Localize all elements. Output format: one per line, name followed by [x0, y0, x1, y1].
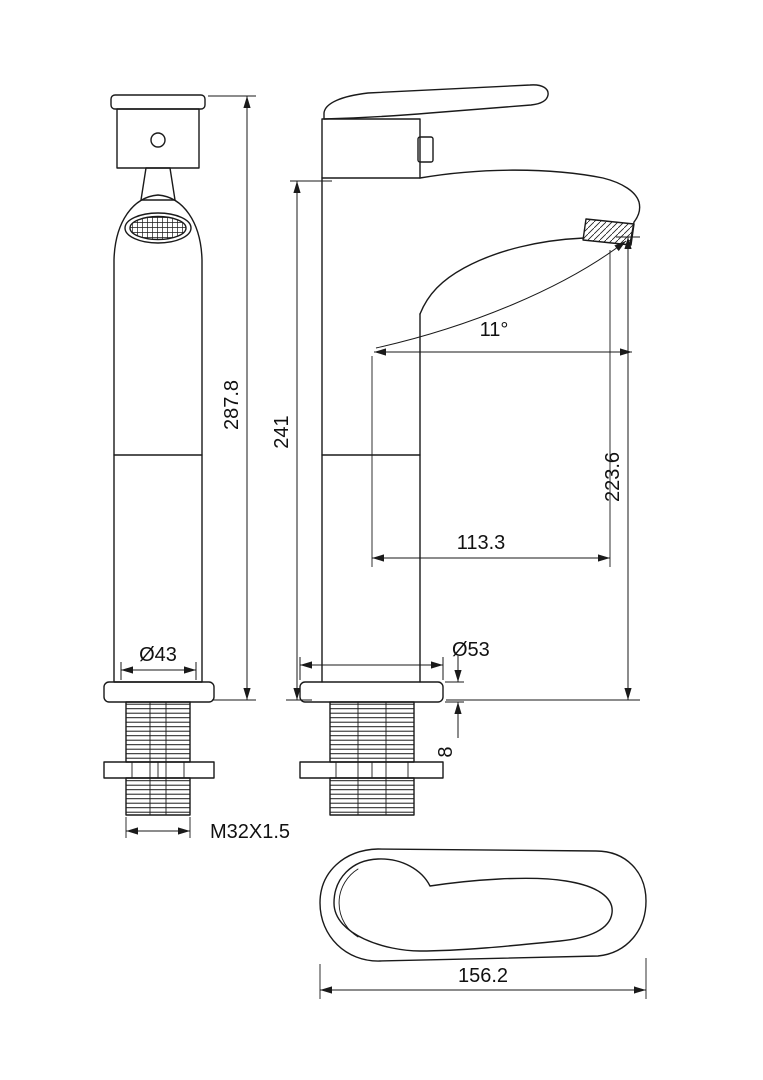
dimension-height-to-spout-top: 241 [271, 180, 332, 701]
dim-label-mounting-thread: M32X1.5 [210, 821, 290, 843]
dim-label-base-plate-thickness: 8 [435, 746, 457, 757]
handle-cap-seam-arc [338, 868, 359, 938]
front-button-detail [150, 132, 166, 148]
side-spout-outlet [582, 218, 635, 246]
side-body-block [321, 118, 421, 179]
dim-label-height-to-outlet: 223.6 [602, 452, 624, 502]
side-thread-lower [329, 777, 415, 816]
side-spout-underside [419, 237, 585, 315]
side-spout-top-edge [419, 169, 641, 245]
front-thread-upper [125, 701, 191, 763]
dim-label-front-base-diameter: Ø43 [139, 644, 177, 666]
dimension-front-base-diameter: Ø43 [120, 644, 197, 680]
dim-label-overall-height: 287.8 [221, 380, 243, 430]
side-body-tab [417, 136, 434, 163]
front-view [103, 94, 215, 816]
side-handle-lever [323, 84, 549, 120]
handle-outline-outer [319, 848, 647, 962]
front-mounting-nut [103, 761, 215, 779]
dimension-height-to-outlet: 223.6 [446, 236, 640, 701]
side-thread-upper [329, 701, 415, 763]
front-body-block [116, 108, 200, 169]
dim-label-side-base-diameter: Ø53 [452, 639, 490, 661]
dimension-overall-height: 287.8 [208, 95, 256, 701]
dimension-mounting-thread: M32X1.5 [125, 817, 290, 843]
dim-label-spout-angle: 11° [480, 319, 509, 341]
front-thread-lower [125, 777, 191, 816]
dimension-handle-length: 156.2 [319, 958, 647, 999]
front-column [113, 194, 203, 683]
dim-label-spout-reach: 113.3 [457, 532, 506, 554]
side-mounting-nut [299, 761, 444, 779]
dimension-spout-angle: 11° [374, 240, 632, 356]
dim-label-handle-length: 156.2 [458, 965, 508, 987]
dimension-base-plate-thickness: 8 [435, 656, 464, 758]
dimension-side-base-diameter: Ø53 [299, 639, 490, 680]
handle-top-view [319, 848, 647, 962]
front-aerator-mesh [129, 215, 187, 241]
front-base-flange [103, 681, 215, 703]
side-view [299, 84, 641, 816]
dimension-spout-reach: 113.3 [371, 250, 611, 567]
dim-label-height-to-spout-top: 241 [271, 415, 293, 448]
handle-outline-inner [333, 858, 613, 952]
front-handle-cap [110, 94, 206, 110]
side-base-flange [299, 681, 444, 703]
